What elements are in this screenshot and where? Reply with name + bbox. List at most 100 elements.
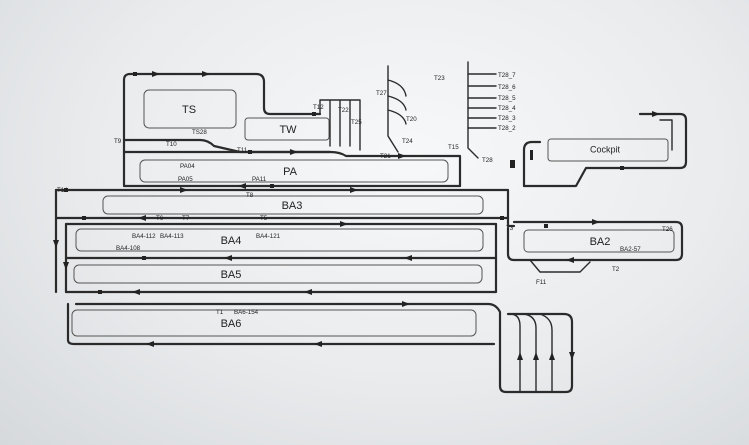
- track-t27-trunk: [387, 65, 399, 153]
- label-ts28: TS28: [192, 129, 207, 136]
- label-t14: T14: [57, 187, 68, 194]
- zone-box-tw: [244, 117, 330, 141]
- label-t28: T28: [482, 157, 493, 164]
- label-t9: T9: [114, 138, 122, 145]
- track-top-loop: [122, 72, 322, 187]
- track-ba6-branch-1: [509, 313, 521, 393]
- arrow-ba5-bottom-2: [304, 289, 312, 295]
- sensor-6: [82, 216, 86, 220]
- direction-arrows: [53, 71, 660, 360]
- label-t23: T23: [434, 75, 445, 82]
- zone-box-ba3: [102, 195, 484, 215]
- label-t5: T5: [260, 215, 268, 222]
- label-t28-4: T28_4: [498, 105, 516, 112]
- arrow-ba4-top: [340, 221, 348, 227]
- track-cockpit-left: [522, 140, 542, 188]
- label-t6: T6: [156, 215, 164, 222]
- sensor-9: [98, 290, 102, 294]
- label-pa04: PA04: [180, 163, 195, 170]
- label-ba4-108: BA4-108: [116, 245, 141, 252]
- label-ba4-113: BA4-113: [160, 233, 184, 240]
- label-pa11: PA11: [252, 176, 267, 183]
- sensor-3: [248, 150, 252, 154]
- arrow-ba6-bottom: [146, 341, 154, 347]
- arrow-ba6-up-2: [533, 352, 539, 360]
- arrow-ba3-top-2: [180, 187, 188, 193]
- label-t28-7: T28_7: [498, 72, 516, 79]
- label-t7: T7: [182, 215, 190, 222]
- label-t27: T27: [376, 90, 387, 97]
- label-t21: T21: [380, 153, 391, 160]
- track-ba3-top: [54, 188, 510, 220]
- label-f11: F11: [536, 279, 547, 286]
- track-ts-bottom: [122, 138, 332, 154]
- zone-box-ts: [143, 89, 237, 129]
- zone-label-ba5: BA5: [221, 269, 242, 281]
- zone-box-ba5: [73, 264, 483, 284]
- arrow-left-down: [53, 240, 59, 248]
- arrow-top-1: [152, 71, 160, 77]
- label-t24: T24: [402, 138, 413, 145]
- arrow-cockpit: [652, 111, 660, 117]
- arrow-pa-top-2: [398, 153, 406, 159]
- track-cockpit-top-spur: [659, 119, 673, 151]
- zone-label-ts: TS: [182, 104, 196, 116]
- label-t22: T22: [338, 107, 349, 114]
- track-ba6-branch-2: [523, 313, 537, 393]
- sensor-12: [510, 160, 515, 168]
- label-t1: T1: [216, 309, 224, 316]
- zone-label-ba2: BA2: [590, 236, 611, 248]
- arrow-ba3-top: [350, 187, 358, 193]
- track-ba5-bottom: [64, 222, 498, 294]
- arrow-ba5-bottom: [132, 289, 140, 295]
- zone-labels: TS TW PA BA3 BA4 BA5 BA6 BA2 Cockpit: [182, 104, 621, 330]
- label-t3: T3: [506, 225, 514, 232]
- label-t28-6: T28_6: [498, 84, 516, 91]
- label-t28-2: T28_2: [498, 125, 516, 132]
- track-ba2-loop: [506, 220, 684, 262]
- arrow-pa-bottom: [238, 183, 246, 189]
- track-t28-trunk: [467, 61, 479, 159]
- arrow-top-2: [202, 71, 210, 77]
- label-t28-3: T28_3: [498, 115, 516, 122]
- label-pa05: PA05: [178, 176, 193, 183]
- tracks: [54, 61, 688, 394]
- track-t22-area: [319, 99, 361, 151]
- track-ba6-loop: [66, 302, 574, 394]
- arrow-ba6-bottom-2: [314, 341, 322, 347]
- sensor-11: [620, 166, 624, 170]
- label-ba4-112: BA4-112: [132, 233, 156, 240]
- label-t11: T11: [237, 147, 248, 154]
- label-t25: T25: [351, 119, 362, 126]
- arrow-ba6-up-1: [517, 352, 523, 360]
- sensor-1: [133, 72, 137, 76]
- label-t2: T2: [612, 266, 620, 273]
- label-ba2-57: BA2-57: [620, 246, 641, 253]
- label-t15: T15: [448, 144, 459, 151]
- label-t28-5: T28_5: [498, 95, 516, 102]
- track-ba6-branch-3: [539, 313, 553, 393]
- zone-label-pa: PA: [283, 166, 298, 178]
- track-t27-fan: [387, 79, 407, 125]
- zone-label-tw: TW: [279, 124, 297, 136]
- arrow-pa-top: [290, 149, 298, 155]
- zone-box-ba4: [75, 228, 484, 252]
- track-pa-top: [122, 150, 462, 188]
- sensor-10: [544, 224, 548, 228]
- track-f11-branch: [529, 259, 591, 273]
- label-ba6-154: BA6-154: [234, 309, 259, 316]
- arrow-ba6-down: [569, 352, 575, 360]
- zone-label-ba3: BA3: [282, 200, 303, 212]
- arrow-ba2-top: [592, 219, 600, 225]
- label-t20: T20: [406, 116, 417, 123]
- label-ba4-121: BA4-121: [256, 233, 281, 240]
- zone-box-pa: [139, 159, 449, 183]
- sensor-5: [64, 188, 68, 192]
- label-t26: T26: [662, 226, 673, 233]
- label-t10: T10: [166, 141, 177, 148]
- arrow-ba4-bottom-2: [404, 255, 412, 261]
- sensors: [64, 72, 624, 294]
- zone-box-ba2: [523, 229, 675, 253]
- zone-label-cockpit: Cockpit: [590, 144, 621, 154]
